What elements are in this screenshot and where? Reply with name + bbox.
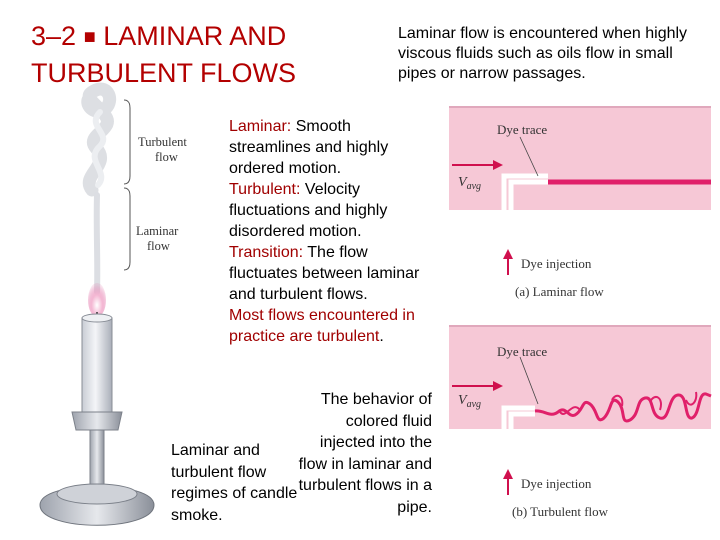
intro-paragraph: Laminar flow is encountered when highly … <box>398 25 688 82</box>
laminar-smoke <box>93 192 101 295</box>
transition-term: Transition: <box>229 244 304 261</box>
practice-statement: Most flows encountered in practice are t… <box>229 307 415 345</box>
dye-trace-label-a: Dye trace <box>497 122 547 137</box>
laminar-term: Laminar: <box>229 118 292 135</box>
turbulent-definition: Velocity fluctuations and highly disorde… <box>229 181 388 240</box>
dye-trace-label-b: Dye trace <box>497 344 547 359</box>
title-text: LAMINAR AND TURBULENT FLOWS <box>31 21 297 88</box>
turbulent-label-line1: Turbulent <box>138 135 187 149</box>
laminar-bracket <box>123 187 131 271</box>
laminar-label-line1: Laminar <box>136 224 179 238</box>
pipe-b-caption: (b) Turbulent flow <box>512 504 609 519</box>
section-number: 3–2 <box>31 21 77 51</box>
candle-figure-caption: Laminar and turbulent flow regimes of ca… <box>171 442 298 524</box>
dye-injection-label-b: Dye injection <box>521 476 592 491</box>
pipe-figure-turbulent: Dye trace Vavg Dye injection (b) Turbule… <box>449 325 712 519</box>
practice-period: . <box>379 328 384 345</box>
velocity-subscript-b: avg <box>467 399 481 410</box>
turbulent-dye-trace <box>534 392 712 423</box>
pipe-a-background <box>449 107 711 210</box>
turbulent-bracket <box>123 99 131 185</box>
velocity-symbol-b: V <box>458 393 468 408</box>
dye-trace-leader-b <box>519 356 539 405</box>
pipe-b-background <box>449 326 711 429</box>
page-title: 3–2 ■ LAMINAR AND TURBULENT FLOWS <box>31 18 371 91</box>
bullet-square-icon: ■ <box>83 26 96 48</box>
laminar-definition: Smooth streamlines and highly ordered mo… <box>229 118 389 177</box>
velocity-symbol-a: V <box>458 175 468 190</box>
dye-trace-leader-a <box>519 136 539 177</box>
turbulent-smoke <box>81 82 117 197</box>
velocity-subscript-a: avg <box>467 181 481 192</box>
flame-icon <box>88 283 106 317</box>
svg-text:Vavg: Vavg <box>458 393 481 410</box>
candle-body <box>81 317 113 421</box>
pipe-figure-caption: The behavior of colored fluid injected i… <box>298 391 432 516</box>
dye-injection-label-a: Dye injection <box>521 256 592 271</box>
candle-smoke-figure: Turbulent flow Laminar flow <box>39 82 187 526</box>
transition-definition: The flow fluctuates between laminar and … <box>229 244 420 303</box>
turbulent-term: Turbulent: <box>229 181 301 198</box>
pipe-a-caption: (a) Laminar flow <box>515 284 604 299</box>
svg-text:Vavg: Vavg <box>458 175 481 192</box>
definitions-block: Laminar: Smooth streamlines and highly o… <box>229 116 429 347</box>
turbulent-label-line2: flow <box>155 150 178 164</box>
laminar-label-line2: flow <box>147 239 170 253</box>
pipe-figure-laminar: Dye trace Vavg Dye injection (a) Laminar… <box>449 106 711 299</box>
